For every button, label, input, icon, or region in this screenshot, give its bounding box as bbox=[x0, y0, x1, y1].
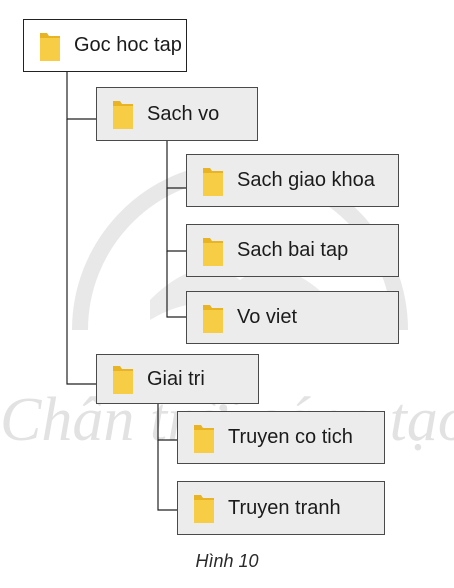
folder-node-truyen-tranh[interactable]: Truyen tranh bbox=[177, 481, 385, 535]
folder-label: Goc hoc tap bbox=[74, 34, 182, 56]
folder-label: Sach giao khoa bbox=[237, 169, 375, 191]
folder-label: Giai tri bbox=[147, 367, 205, 390]
folder-node-giai-tri[interactable]: Giai tri bbox=[96, 354, 259, 404]
folder-label: Truyen tranh bbox=[228, 496, 341, 519]
folder-icon bbox=[113, 366, 133, 394]
folder-label: Sach bai tap bbox=[237, 239, 349, 261]
folder-icon bbox=[40, 32, 60, 61]
folder-node-vo-viet[interactable]: Vo viet bbox=[186, 291, 399, 344]
folder-icon bbox=[194, 424, 214, 453]
folder-label: Vo viet bbox=[237, 306, 298, 328]
folder-node-sach-vo[interactable]: Sach vo bbox=[96, 87, 258, 141]
folder-label: Truyen co tich bbox=[228, 426, 353, 448]
folder-icon bbox=[113, 101, 133, 129]
folder-icon bbox=[194, 495, 214, 523]
figure-caption: Hình 10 bbox=[195, 551, 259, 571]
folder-node-sach-giao-khoa[interactable]: Sach giao khoa bbox=[186, 154, 399, 207]
folder-label: Sach vo bbox=[147, 102, 220, 125]
folder-icon bbox=[203, 304, 223, 333]
folder-icon bbox=[203, 237, 223, 266]
folder-node-root[interactable]: Goc hoc tap bbox=[23, 19, 187, 72]
folder-node-sach-bai-tap[interactable]: Sach bai tap bbox=[186, 224, 399, 277]
folder-icon bbox=[203, 167, 223, 196]
folder-node-truyen-co-tich[interactable]: Truyen co tich bbox=[177, 411, 385, 464]
